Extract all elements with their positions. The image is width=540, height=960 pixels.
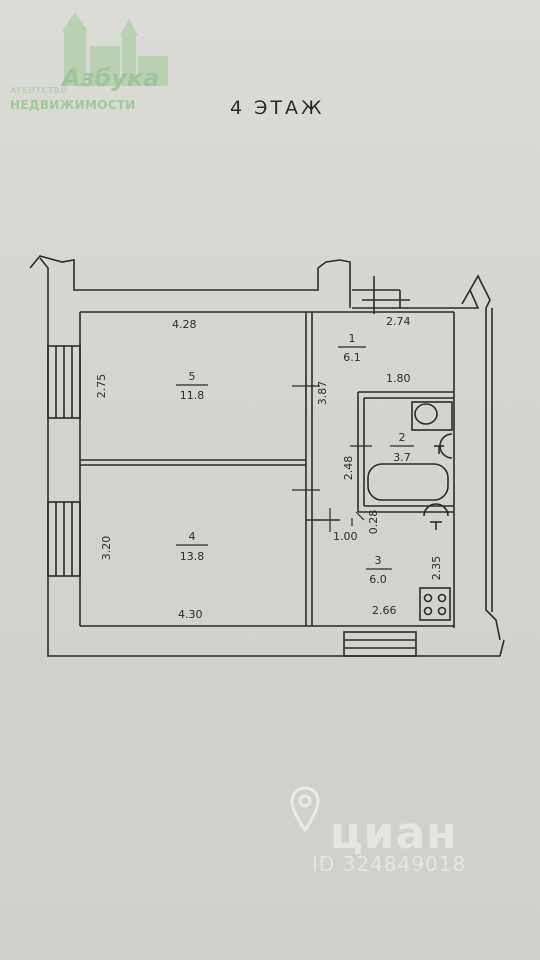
watermark-id: ID 324849018	[312, 852, 467, 876]
dim-room1-width: 2.74	[386, 315, 411, 328]
bathroom-fixtures	[367, 401, 453, 501]
room-3-area: 6.0	[369, 573, 387, 586]
interior-walls	[80, 276, 454, 626]
location-pin-icon	[290, 786, 320, 833]
room-1-number: 1	[349, 332, 356, 345]
room-1-area: 6.1	[343, 351, 361, 364]
room-labels: 1 6.1 2 3.7 3 6.0 4 13.8 5 11.8	[176, 332, 414, 586]
floor-title: 4 ЭТАЖ	[230, 97, 325, 119]
outer-walls	[29, 255, 505, 657]
dimension-labels: 4.28 2.75 3.20 4.30 2.74 3.87 1.80 2.48 …	[95, 315, 443, 621]
logo-realty-text: НЕДВИЖИМОСТИ	[10, 98, 136, 112]
bottom-threshold	[343, 631, 417, 657]
left-windows	[47, 345, 81, 577]
room-2-area: 3.7	[393, 451, 411, 464]
dim-room1-inner: 1.80	[386, 372, 411, 385]
agency-logo: АГЕНТСТВО Азбука НЕДВИЖИМОСТИ	[4, 6, 174, 116]
room-5-area: 11.8	[180, 389, 205, 402]
dim-room4-depth: 3.20	[100, 536, 113, 561]
castle-logo-icon	[62, 12, 168, 86]
logo-agency-text: АГЕНТСТВО	[10, 86, 68, 95]
room-2-number: 2	[399, 431, 406, 444]
dim-room5-width: 4.28	[172, 318, 197, 331]
kitchen-fixtures	[419, 503, 451, 621]
dim-room2-depth: 2.48	[342, 456, 355, 481]
room-4-area: 13.8	[180, 550, 205, 563]
dimension-ticks	[292, 378, 372, 532]
dim-door-width: 1.00	[333, 530, 358, 543]
dim-room3-depth: 2.35	[430, 556, 443, 581]
dim-room4-width: 4.30	[178, 608, 203, 621]
dim-wall-gap: 0.28	[367, 510, 380, 535]
dim-room3-width: 2.66	[372, 604, 397, 617]
logo-brand-text: Азбука	[62, 64, 160, 92]
room-4-number: 4	[189, 530, 196, 543]
watermark-brand: циан	[330, 808, 458, 859]
dim-room1-depth: 3.87	[316, 381, 329, 406]
dim-room5-depth: 2.75	[95, 374, 108, 399]
room-5-number: 5	[189, 370, 196, 383]
room-3-number: 3	[375, 554, 382, 567]
